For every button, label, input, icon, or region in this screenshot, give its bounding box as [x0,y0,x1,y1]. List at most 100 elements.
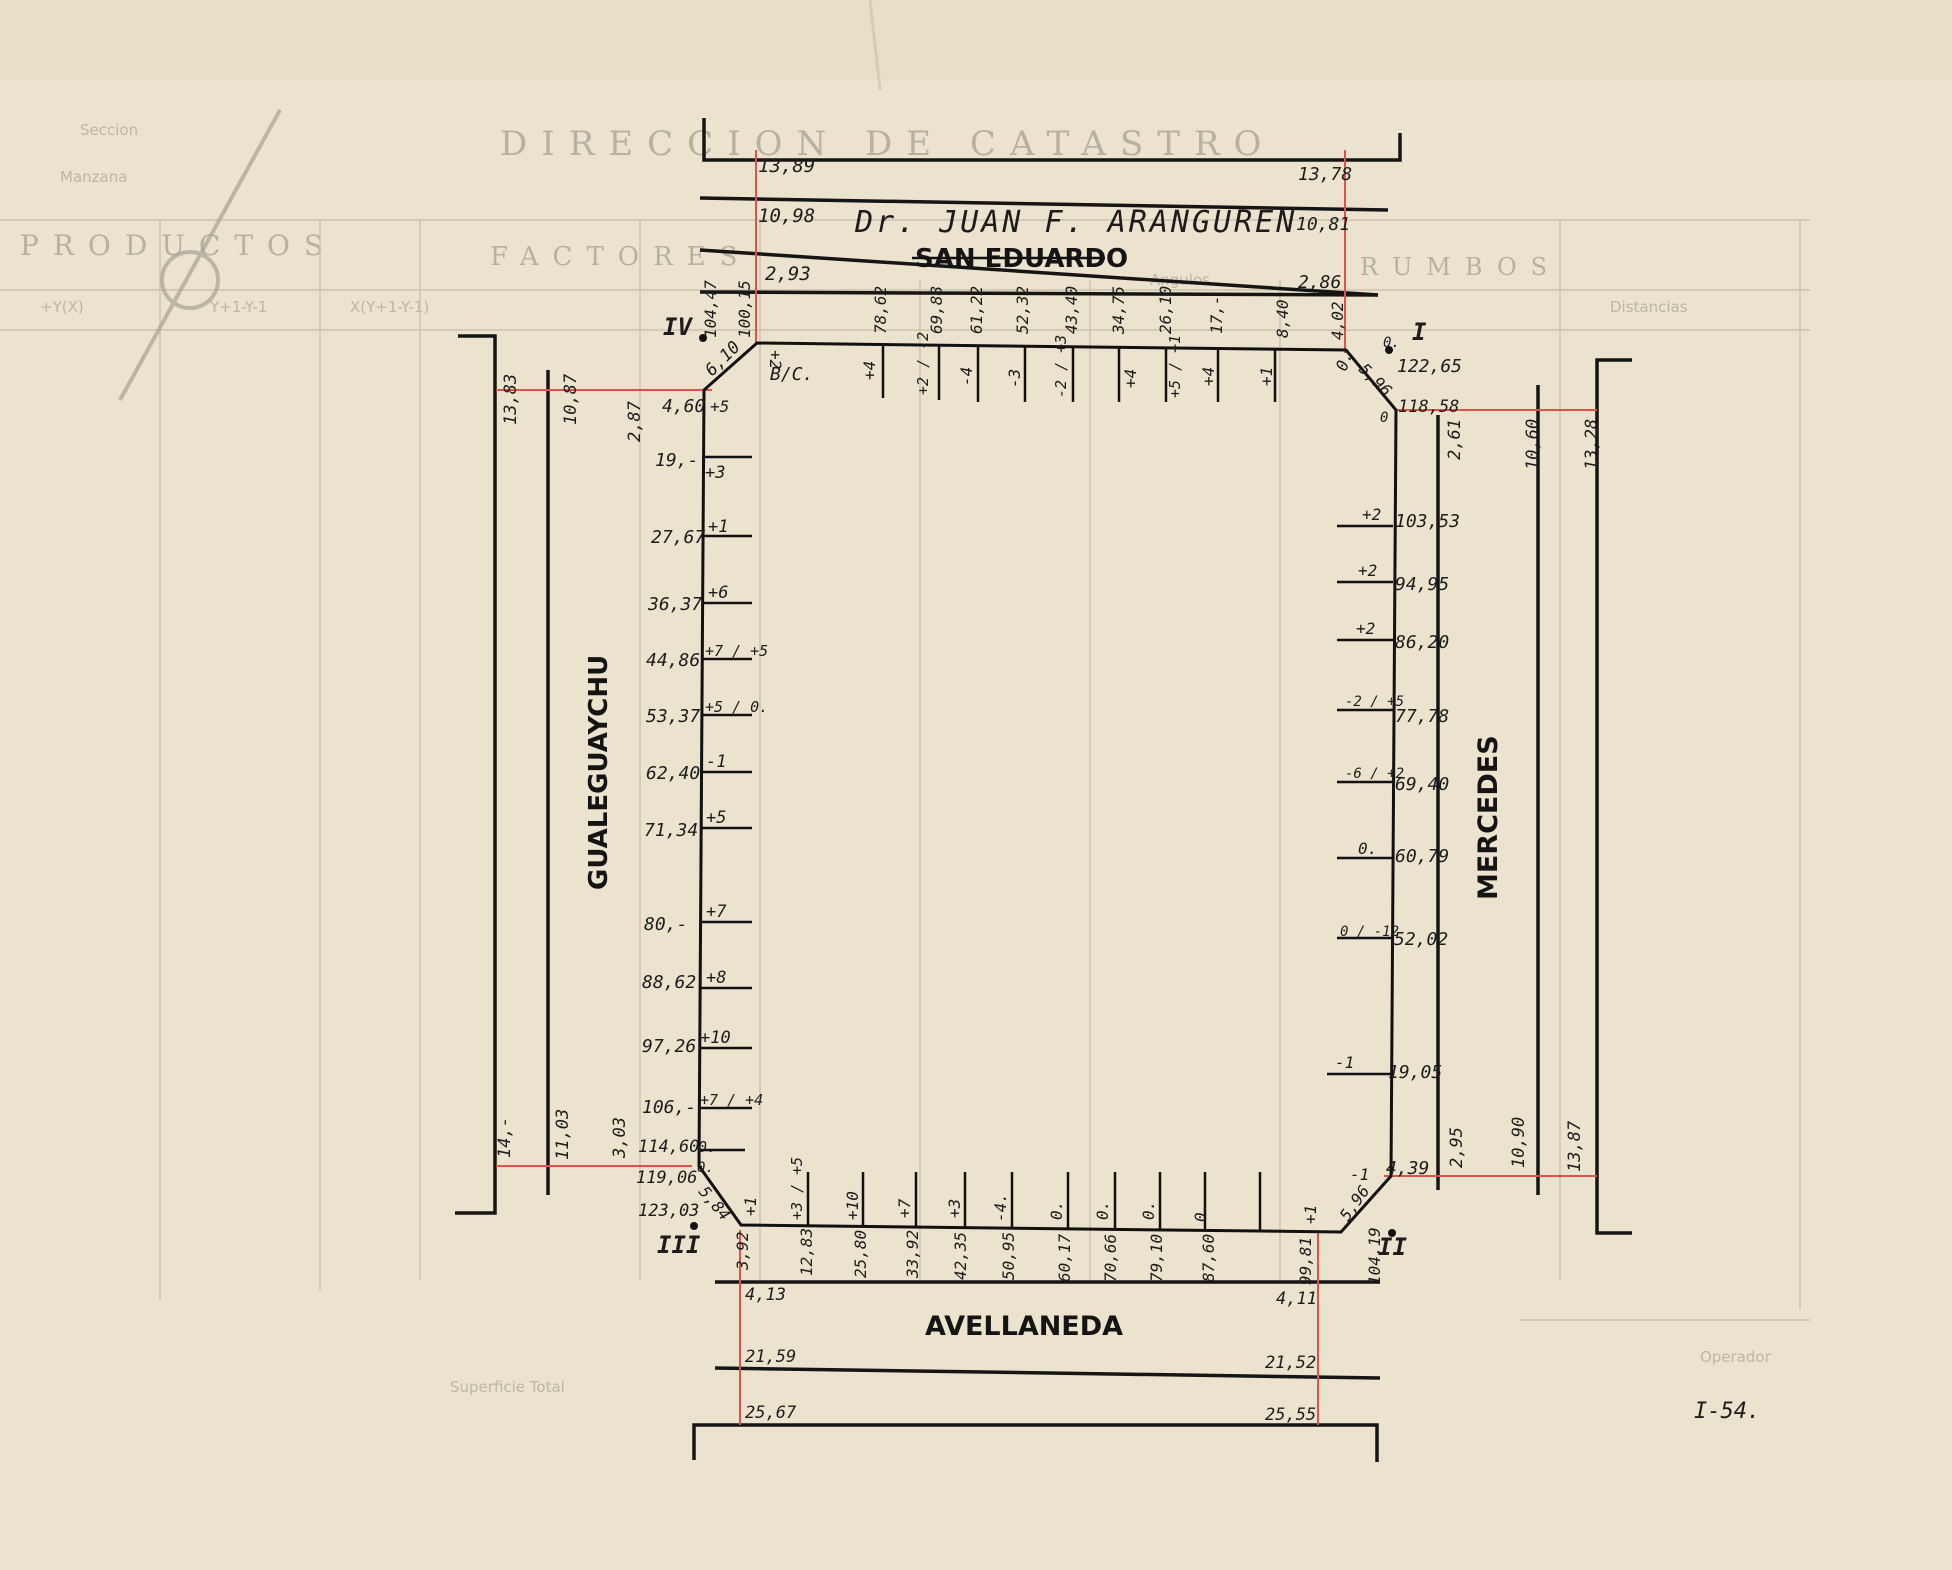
top-station-5-h: -4 [957,367,976,386]
left-station-11: 97,26 [642,1036,696,1057]
left-top-dist-3: 2,87 [625,400,645,442]
right-station-4: 94,95 [1395,574,1449,595]
street-brackets [455,118,1632,1462]
top-distances: 13,89 10,98 2,93 13,78 10,81 2,86 [758,155,1352,293]
bottom-left-dist-1: 4,13 [745,1285,786,1305]
form-header-rumbos: RUMBOS [1360,253,1561,281]
corner-iii: III [657,1231,701,1259]
left-station-1: 4,60 [662,396,705,417]
right-bottom-dist-3: 13,87 [1565,1120,1585,1172]
left-bottom-dist-3: 3,03 [610,1117,630,1159]
top-station-9: 26,10 [1156,286,1175,334]
bottom-station-2-h: +3 / +5 [788,1157,806,1220]
bottom-station-1-h: +1 [741,1197,760,1216]
bottom-station-3: 25,80 [851,1230,870,1278]
left-station-15: 123,03 [638,1201,699,1221]
top-station-11: 8,40 [1273,299,1292,338]
left-station-9: 80,- [644,914,687,935]
top-right-dist-2: 10,81 [1296,214,1350,235]
form-label-seccion: Seccion [80,121,138,139]
left-station-5: 44,86 [646,650,700,671]
bottom-station-10: 87,60 [1199,1234,1218,1282]
corner-dots [690,334,1396,1237]
right-station-1-h: 0. [1383,335,1400,351]
left-station-2-h: +3 [705,463,725,483]
corner-iv: IV [663,313,693,341]
form-subheader-yx: +Y(X) [40,298,84,316]
left-station-7: 62,40 [646,763,700,784]
bottom-station-11-h: +1 [1301,1205,1320,1224]
bottom-distances: 4,13 21,59 25,67 4,11 21,52 25,55 [745,1285,1317,1425]
top-station-8: 34,75 [1109,286,1128,335]
form-subheader-y: Y+1-Y-1 [209,298,267,316]
left-bottom-dist-1: 14,- [495,1117,515,1158]
left-station-9-h: +7 [706,902,727,922]
right-station-2-h: 0 [1380,410,1388,426]
left-station-13-h: 0. [698,1138,716,1156]
left-station-6: 53,37 [646,706,700,727]
bottom-right-dist-2: 21,52 [1265,1353,1316,1373]
left-ticks [700,455,752,1152]
bottom-station-9: 79,10 [1147,1234,1166,1282]
right-station-10: 19,05 [1388,1062,1442,1083]
left-station-14-h: 0. [697,1160,714,1176]
top-station-3-h: +4 [860,361,879,380]
left-top-dist-1: 13,83 [501,374,521,425]
top-station-11-h: +1 [1257,367,1276,386]
red-measure-lines [496,150,1597,1425]
block-outline [697,341,1398,1234]
top-left-dist-1: 13,89 [758,155,815,177]
street-bottom: AVELLANEDA [925,1311,1123,1342]
left-station-4-h: +6 [708,583,728,603]
form-label-manzana: Manzana [60,168,127,186]
bottom-station-6: 50,95 [999,1232,1018,1280]
right-station-11-h: -1 [1350,1165,1369,1184]
bottom-station-8-h: 0. [1093,1201,1112,1220]
bottom-station-2: 12,83 [797,1228,816,1276]
sheet-code: I-54. [1694,1399,1760,1424]
faint-form: DIRECCION DE CATASTRO PRODUCTOS FACTORES… [0,109,1810,1396]
left-station-6-h: +5 / 0. [705,698,768,716]
bottom-station-10-h: 0. [1191,1203,1210,1222]
top-left-dist-2: 10,98 [758,205,815,227]
left-top-dist-2: 10,87 [561,373,581,425]
top-left-dist-3: 2,93 [765,263,811,285]
bottom-station-4-h: +7 [895,1198,914,1218]
bottom-station-7: 60,17 [1055,1233,1074,1282]
left-station-2: 19,- [655,450,698,471]
top-station-5: 61,22 [967,286,986,334]
bottom-left-dist-2: 21,59 [745,1347,796,1367]
right-station-3-h: +2 [1362,505,1381,524]
right-station-7-h: -6 / +2 [1345,766,1404,782]
top-station-2-h: +2 [766,350,785,369]
form-header-productos: PRODUCTOS [20,229,337,262]
left-station-13: 114,60 [638,1137,699,1157]
corner-ii: II [1378,1233,1407,1261]
bottom-station-9-h: 0. [1139,1201,1158,1220]
top-station-3: 78,62 [871,286,890,334]
left-station-11-h: +10 [700,1028,731,1048]
left-station-7-h: -1 [706,752,726,772]
right-stations: 122,65 0. 118,58 0 103,53 +2 94,95 +2 86… [1335,335,1462,1184]
top-station-7-h: -2 / +3 [1052,335,1070,398]
top-station-6-h: -3 [1005,369,1024,388]
bottom-right-dist-1: 4,11 [1276,1289,1317,1309]
bottom-station-4: 33,92 [903,1230,922,1279]
top-station-6: 52,32 [1013,286,1032,334]
right-station-3: 103,53 [1395,511,1460,532]
left-station-3: 27,67 [651,527,705,548]
street-top-name: Dr. JUAN F. ARANGUREN [854,205,1297,240]
bottom-station-8: 70,66 [1101,1234,1120,1282]
right-station-2: 118,58 [1398,397,1459,417]
right-station-10-h: -1 [1335,1053,1354,1072]
bottom-station-6-h: -4. [991,1193,1010,1222]
right-top-dist-1: 2,61 [1445,419,1465,460]
left-station-5-h: +7 / +5 [705,642,768,660]
bottom-station-7-h: 0. [1047,1201,1066,1220]
right-station-6-h: -2 / +5 [1345,694,1404,710]
right-ticks [1327,524,1393,1076]
right-station-8-h: 0. [1358,839,1377,858]
left-station-1-h: +5 [710,397,729,416]
